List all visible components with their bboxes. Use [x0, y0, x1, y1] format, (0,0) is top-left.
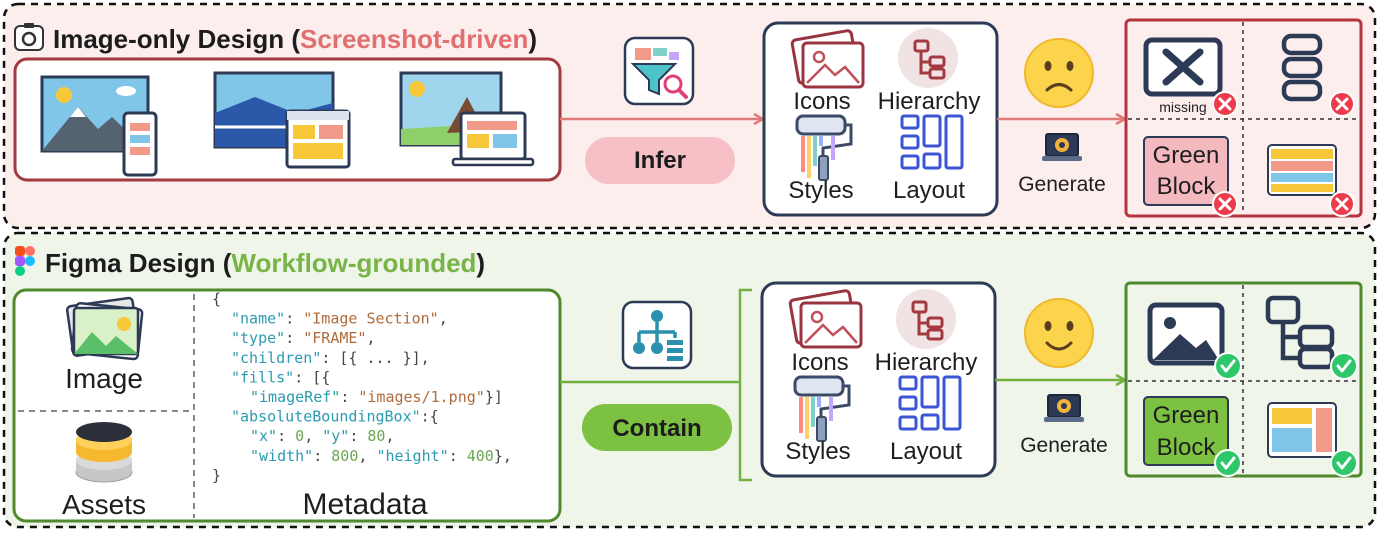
- bottom-generate-label: Generate: [1020, 434, 1108, 457]
- generate-icon: [1041, 133, 1083, 162]
- top-generate-label: Generate: [1018, 173, 1106, 196]
- assets-input-label: Assets: [62, 489, 146, 520]
- infer-pill: [585, 137, 735, 184]
- hierarchy-feature-icon-bottom: [894, 287, 958, 351]
- bottom-title: Figma Design (Workflow-grounded): [45, 248, 485, 278]
- figma-inputs-box: [12, 288, 562, 523]
- code-line: "imageRef": "images/1.png"}]: [250, 388, 503, 406]
- generate-icon-bottom: [1043, 394, 1085, 423]
- bottom-green-block-line1: Green: [1153, 402, 1220, 429]
- top-green-block-line1: Green: [1153, 142, 1220, 169]
- image-result-icon: [1147, 302, 1225, 366]
- tablet-phone-icon: [40, 75, 158, 177]
- image-input-label: Image: [65, 363, 143, 394]
- icons-feature-icon-bottom: [788, 288, 863, 349]
- hierarchy-feature-label-bottom: Hierarchy: [875, 349, 978, 376]
- hierarchy-result-icon: [1265, 295, 1335, 370]
- code-line: "name": "Image Section",: [231, 310, 448, 328]
- screen-laptop-icon: [399, 71, 535, 167]
- bottom-green-block-line2: Block: [1157, 434, 1217, 461]
- bottom-green-block: [1143, 396, 1229, 466]
- contain-pill: [582, 404, 732, 451]
- code-line: "absoluteBoundingBox":{: [231, 408, 439, 426]
- code-line: "width": 800, "height": 400},: [250, 447, 512, 465]
- styles-feature-label-bottom: Styles: [785, 438, 850, 465]
- sad-face-icon: [1024, 38, 1094, 108]
- camera-icon: [14, 23, 44, 51]
- metadata-input-label: Metadata: [302, 488, 427, 521]
- bottom-cell1-ok-badge: [1213, 351, 1243, 381]
- styles-feature-label: Styles: [788, 177, 853, 204]
- happy-face-icon: [1024, 298, 1094, 368]
- code-line: "fills": [{: [231, 368, 330, 386]
- code-line: "type": "FRAME",: [231, 329, 376, 347]
- hierarchy-feature-icon: [896, 26, 960, 90]
- stacked-boxes-icon: [1281, 33, 1323, 102]
- layout-feature-label-bottom: Layout: [890, 438, 962, 465]
- contain-bracket: [738, 288, 752, 482]
- layout-result-icon: [1267, 402, 1337, 458]
- bottom-cell3-ok-badge: [1213, 448, 1243, 478]
- icons-feature-label-bottom: Icons: [791, 349, 848, 376]
- image-stack-icon: [65, 296, 144, 361]
- bottom-cell2-ok-badge: [1329, 351, 1359, 381]
- top-cell3-fail-badge: [1211, 190, 1239, 218]
- color-bars-icon: [1267, 144, 1337, 196]
- code-line: {: [212, 290, 221, 308]
- code-line: "x": 0, "y": 80,: [250, 427, 395, 445]
- icons-feature-label: Icons: [793, 88, 850, 115]
- layout-feature-label: Layout: [893, 177, 965, 204]
- code-line: "children": [{ ... }],: [231, 349, 430, 367]
- sitemap-icon: [621, 300, 693, 370]
- monitor-window-icon: [213, 71, 351, 169]
- icons-feature-icon: [790, 28, 865, 89]
- figma-icon: [15, 246, 35, 276]
- bottom-cell4-ok-badge: [1329, 448, 1359, 478]
- top-title: Image-only Design (Screenshot-driven): [53, 24, 537, 54]
- top-cell1-fail-badge: [1211, 90, 1239, 118]
- missing-label: missing: [1159, 99, 1206, 115]
- top-green-block: [1143, 136, 1229, 206]
- infer-label: Infer: [634, 147, 686, 174]
- hierarchy-feature-label: Hierarchy: [878, 88, 981, 115]
- top-cell4-fail-badge: [1328, 190, 1356, 218]
- top-green-block-line2: Block: [1157, 173, 1217, 200]
- assets-stack-icon: [75, 422, 133, 483]
- filter-search-icon: [623, 36, 695, 106]
- metadata-code-block: { "name": "Image Section","type": "FRAME"…: [212, 290, 512, 484]
- contain-label: Contain: [612, 415, 701, 442]
- code-line: }: [212, 466, 221, 484]
- missing-placeholder-icon: [1143, 37, 1223, 97]
- top-cell2-fail-badge: [1328, 90, 1356, 118]
